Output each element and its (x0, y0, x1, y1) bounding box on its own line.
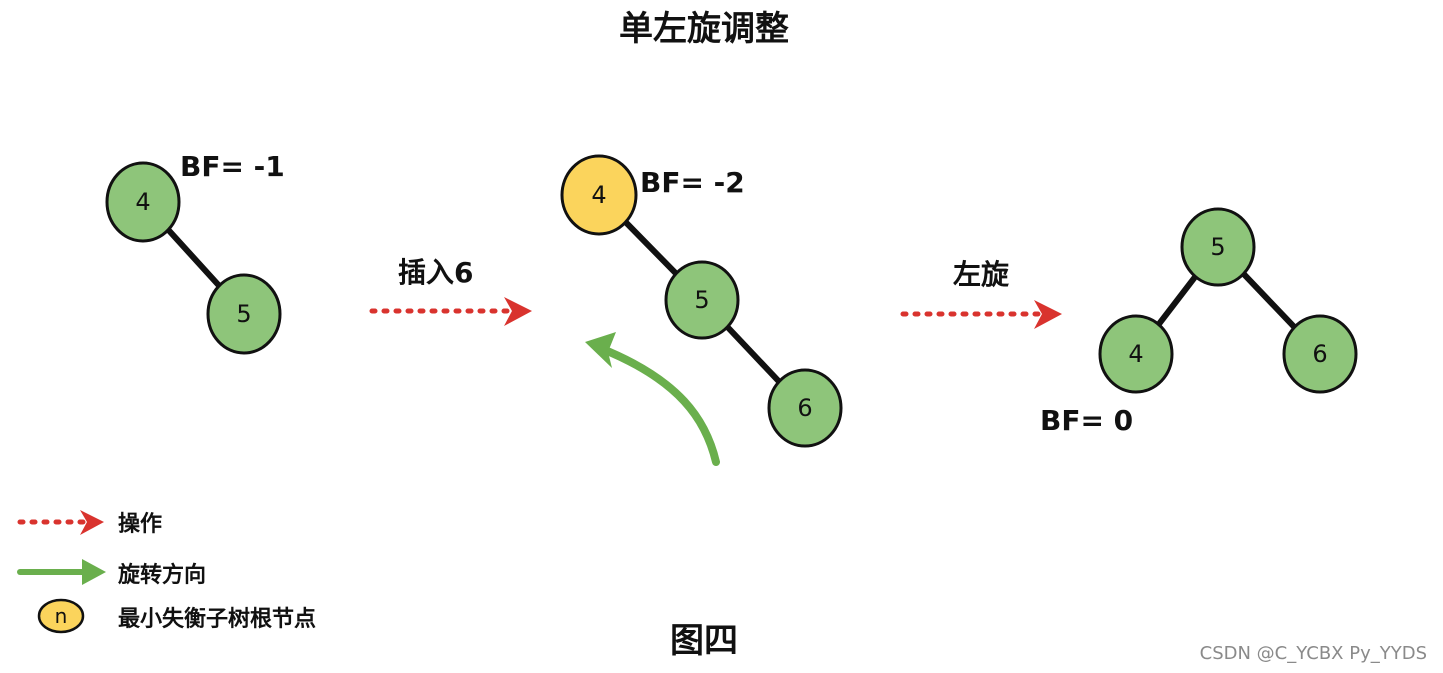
rotation-direction-arrow (585, 332, 720, 466)
rotate-label: 左旋 (953, 258, 1009, 291)
insert-label: 插入6 (398, 256, 473, 289)
insert-operation: 插入6 (369, 256, 532, 326)
tree-after: 5 4 6 BF= 0 (1040, 207, 1358, 437)
rotation-arrow-curve (596, 344, 720, 466)
node-5: 5 (664, 260, 740, 340)
node-6-circle (767, 368, 843, 448)
legend-root: n 最小失衡子树根节点 (37, 598, 316, 634)
legend-operation: 操作 (17, 510, 162, 537)
node-5-label: 5 (694, 286, 709, 314)
node-6-label: 6 (1312, 340, 1327, 368)
rotate-operation: 左旋 (900, 258, 1062, 329)
legend-rotation-label: 旋转方向 (118, 562, 206, 588)
node-5-circle (664, 260, 740, 340)
tree-before: 4 5 BF= -1 (105, 150, 285, 355)
node-4-label: 4 (591, 181, 606, 209)
bf-label-after: BF= 0 (1040, 404, 1133, 437)
node-5-circle (206, 273, 282, 355)
node-6: 6 (1282, 314, 1358, 394)
tree-inserted: 4 5 6 BF= -2 (560, 154, 843, 448)
watermark: CSDN @C_YCBX Py_YYDS (1200, 643, 1427, 664)
node-4: 4 (105, 161, 181, 243)
node-4-highlighted: 4 (560, 154, 638, 236)
rotation-arrowhead (585, 332, 616, 368)
legend-operation-label: 操作 (118, 512, 162, 537)
node-4-label: 4 (135, 188, 150, 216)
node-5-label: 5 (1210, 233, 1225, 261)
legend-root-symbol: n (55, 604, 68, 628)
node-4: 4 (1098, 314, 1174, 394)
bf-label-inserted: BF= -2 (640, 166, 745, 199)
node-6-label: 6 (797, 394, 812, 422)
node-5-label: 5 (236, 300, 251, 328)
node-4-label: 4 (1128, 340, 1143, 368)
node-6: 6 (767, 368, 843, 448)
insert-arrowhead (504, 297, 532, 326)
bf-label-before: BF= -1 (180, 150, 285, 183)
legend-rotation: 旋转方向 (17, 559, 206, 588)
node-5-circle (1180, 207, 1256, 287)
legend-root-label: 最小失衡子树根节点 (118, 606, 316, 632)
node-4-circle (560, 154, 638, 236)
node-4-circle (105, 161, 181, 243)
node-5-root: 5 (1180, 207, 1256, 287)
diagram-title: 单左旋调整 (619, 9, 789, 49)
rotate-arrowhead (1034, 300, 1062, 329)
legend-root-circle (37, 598, 85, 634)
legend: 操作 旋转方向 n 最小失衡子树根节点 (17, 510, 316, 634)
legend-operation-arrowhead (80, 510, 104, 535)
node-5: 5 (206, 273, 282, 355)
figure-caption: 图四 (670, 621, 738, 661)
node-6-circle (1282, 314, 1358, 394)
node-4-circle (1098, 314, 1174, 394)
legend-rotation-arrowhead (82, 559, 106, 585)
